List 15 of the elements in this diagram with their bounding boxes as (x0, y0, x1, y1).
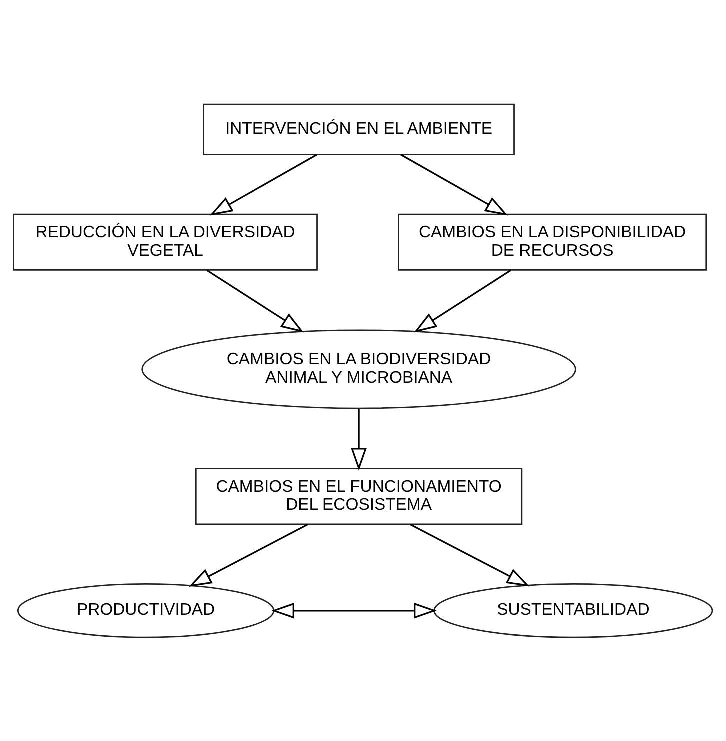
arrow (206, 269, 304, 332)
arrow (272, 602, 437, 618)
node-ellipse: SUSTENTABILIDAD (434, 582, 714, 638)
arrow (410, 523, 530, 586)
arrow (414, 269, 512, 332)
node-box: CAMBIOS EN LA DISPONIBILIDAD DE RECURSOS (398, 213, 708, 270)
node-box: INTERVENCIÓN EN EL AMBIENTE (203, 103, 515, 155)
node-box: CAMBIOS EN EL FUNCIONAMIENTO DEL ECOSISTEMA (195, 468, 523, 525)
node-box: REDUCCIÓN EN LA DIVERSIDAD VEGETAL (13, 213, 318, 270)
node-ellipse: PRODUCTIVIDAD (17, 582, 275, 638)
arrow (188, 523, 308, 586)
arrow (210, 154, 318, 216)
node-ellipse: CAMBIOS EN LA BIODIVERSIDAD ANIMAL Y MICROBIANA (142, 329, 576, 409)
arrow (351, 409, 368, 470)
arrow (400, 154, 508, 216)
